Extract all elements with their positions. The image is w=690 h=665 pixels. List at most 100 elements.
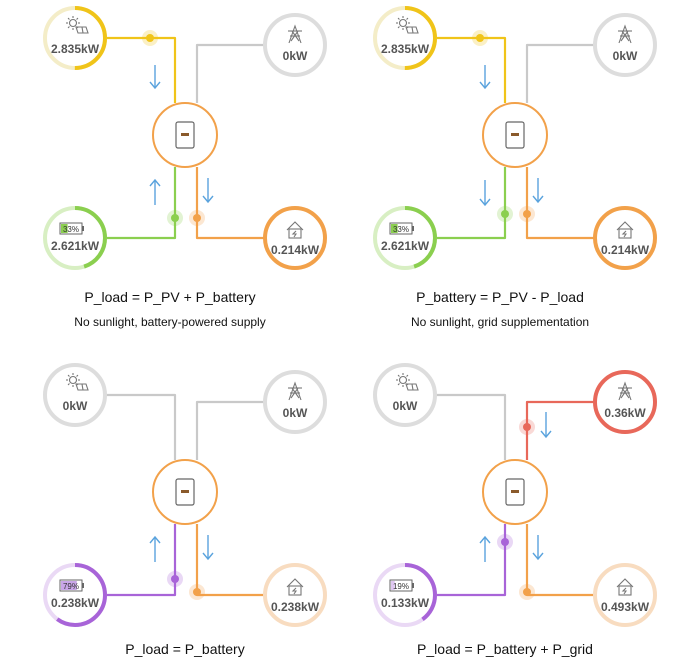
battery-icon: 79% xyxy=(59,579,84,592)
grid-node: 0kW xyxy=(263,13,327,77)
pv-wire xyxy=(105,36,177,103)
load-power-value: 0.493kW xyxy=(601,600,650,614)
battery-power-value: 2.621kW xyxy=(381,239,430,253)
grid-power-value: 0kW xyxy=(613,49,638,63)
pv-flow-dot xyxy=(142,30,158,46)
pv-wire xyxy=(435,36,507,103)
energy-panel-1: 2.835kW 0kW 33% 2.621kW 0.214kW xyxy=(43,6,327,270)
load-flow-arrow xyxy=(532,178,544,204)
battery-node: 79% 0.238kW xyxy=(43,563,107,627)
panel-1-formula: P_load = P_PV + P_battery xyxy=(84,289,256,305)
house-icon xyxy=(286,221,304,239)
battery-power-value: 0.133kW xyxy=(381,596,430,610)
pv-power-value: 0kW xyxy=(63,399,88,413)
battery-icon: 19% xyxy=(389,579,414,592)
load-wire xyxy=(195,524,265,597)
energy-panel-3: 0kW 0kW 79% 0.238kW 0.238kW xyxy=(43,363,327,627)
grid-tower-icon xyxy=(618,381,632,401)
load-flow-dot xyxy=(519,584,535,600)
house-icon xyxy=(286,578,304,596)
solar-panel-icon xyxy=(396,373,419,391)
load-flow-arrow xyxy=(202,535,214,561)
battery-wire xyxy=(105,524,177,597)
pv-node: 0kW xyxy=(373,363,437,427)
pv-node: 2.835kW xyxy=(43,6,107,70)
solar-panel-icon xyxy=(66,373,89,391)
battery-wire xyxy=(435,524,507,597)
load-node: 0.238kW xyxy=(263,563,327,627)
battery-flow-dot xyxy=(497,206,513,222)
battery-percent: 33% xyxy=(63,225,79,234)
pv-node: 2.835kW xyxy=(373,6,437,70)
battery-flow-arrow xyxy=(149,178,161,205)
house-icon xyxy=(616,578,634,596)
load-flow-dot xyxy=(189,210,205,226)
pv-wire xyxy=(435,393,507,460)
pv-flow-arrow xyxy=(479,65,491,90)
grid-power-value: 0kW xyxy=(283,406,308,420)
load-flow-dot xyxy=(519,206,535,222)
panel-2-caption: No sunlight, grid supplementation xyxy=(410,315,590,329)
load-power-value: 0.238kW xyxy=(271,600,320,614)
pv-power-value: 2.835kW xyxy=(381,42,430,56)
battery-flow-dot xyxy=(167,571,183,587)
inverter-node xyxy=(482,102,548,168)
load-wire xyxy=(195,167,265,240)
load-flow-arrow xyxy=(202,178,214,204)
grid-power-value: 0.36kW xyxy=(604,406,646,420)
inverter-node xyxy=(152,459,218,525)
house-icon xyxy=(616,221,634,239)
battery-node: 33% 2.621kW xyxy=(43,206,107,270)
battery-flow-dot xyxy=(497,534,513,550)
solar-panel-icon xyxy=(396,16,419,34)
pv-node: 0kW xyxy=(43,363,107,427)
grid-tower-icon xyxy=(288,24,302,44)
pv-power-value: 2.835kW xyxy=(51,42,100,56)
battery-wire xyxy=(435,167,507,240)
battery-flow-dot xyxy=(167,210,183,226)
battery-wire xyxy=(105,167,177,240)
pv-wire xyxy=(105,393,177,460)
load-node: 0.214kW xyxy=(263,206,327,270)
battery-node: 33% 2.621kW xyxy=(373,206,437,270)
battery-percent: 79% xyxy=(63,582,79,591)
battery-flow-arrow xyxy=(479,180,491,207)
battery-icon: 33% xyxy=(389,222,414,235)
load-flow-arrow xyxy=(532,535,544,561)
grid-flow-arrow xyxy=(540,412,552,439)
pv-power-value: 0kW xyxy=(393,399,418,413)
battery-power-value: 0.238kW xyxy=(51,596,100,610)
load-power-value: 0.214kW xyxy=(271,243,320,257)
panel-4-formula: P_load = P_battery + P_grid xyxy=(417,641,593,657)
inverter-node xyxy=(482,459,548,525)
energy-panel-4: 0kW 0.36kW 19% 0.133kW 0.493kW xyxy=(373,363,657,627)
battery-percent: 33% xyxy=(393,225,409,234)
panel-3-formula: P_load = P_battery xyxy=(125,641,245,657)
battery-power-value: 2.621kW xyxy=(51,239,100,253)
grid-node: 0kW xyxy=(593,13,657,77)
load-flow-dot xyxy=(189,584,205,600)
grid-wire xyxy=(525,400,595,460)
grid-wire xyxy=(525,43,595,103)
grid-wire xyxy=(195,400,265,460)
grid-tower-icon xyxy=(288,381,302,401)
load-wire xyxy=(525,167,595,240)
grid-tower-icon xyxy=(618,24,632,44)
pv-flow-dot xyxy=(472,30,488,46)
battery-icon: 33% xyxy=(59,222,84,235)
load-node: 0.214kW xyxy=(593,206,657,270)
battery-node: 19% 0.133kW xyxy=(373,563,437,627)
load-wire xyxy=(525,524,595,597)
load-node: 0.493kW xyxy=(593,563,657,627)
battery-flow-arrow xyxy=(479,535,491,562)
inverter-node xyxy=(152,102,218,168)
grid-flow-dot xyxy=(519,419,535,435)
grid-node: 0.36kW xyxy=(593,370,657,434)
panel-2-formula: P_battery = P_PV - P_load xyxy=(416,289,584,305)
grid-wire xyxy=(195,43,265,103)
energy-panel-2: 2.835kW 0kW 33% 2.621kW 0.214kW xyxy=(373,6,657,270)
battery-flow-arrow xyxy=(149,535,161,562)
grid-node: 0kW xyxy=(263,370,327,434)
solar-panel-icon xyxy=(66,16,89,34)
